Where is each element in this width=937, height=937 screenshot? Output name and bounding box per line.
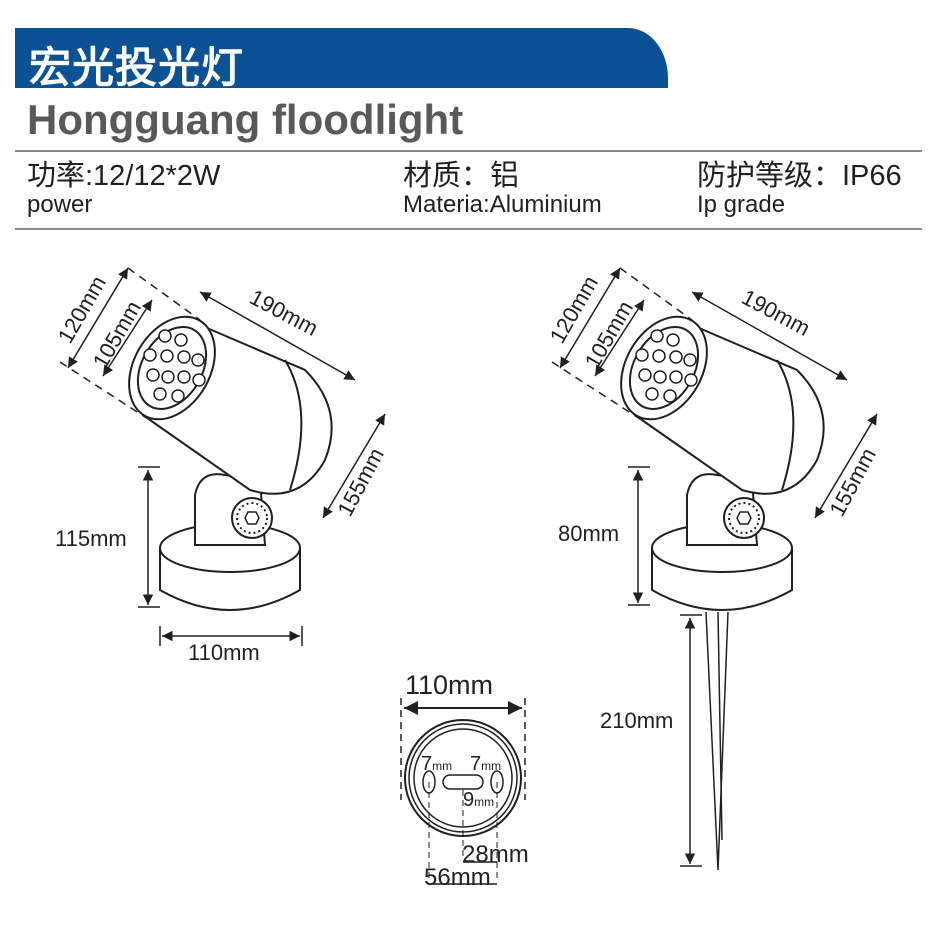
slot-left-width: 7mm xyxy=(421,753,452,775)
base-bottom-view: 110mm 7mm 7mm 9mm 28mm 56mm xyxy=(400,670,529,891)
dim-half-spacing: 28mm xyxy=(462,841,529,868)
title-en: Hongguang floodlight xyxy=(27,96,464,143)
dim-height: 115mm xyxy=(55,526,127,551)
slot-right-width: 7mm xyxy=(470,753,501,775)
spec-power: 功率:12/12*2W power xyxy=(27,160,220,218)
divider xyxy=(15,150,922,152)
spec-material: 材质：铝 Materia:Aluminium xyxy=(403,160,602,218)
left-lamp-drawing: 120mm 105mm 190mm 155mm 115mm 110mm xyxy=(53,268,389,665)
dim-spacing: 56mm xyxy=(424,864,491,891)
dim-depth: 155mm xyxy=(824,444,881,521)
slot-gap: 9mm xyxy=(463,789,494,811)
spec-ip-cn: 防护等级：IP66 xyxy=(697,160,902,192)
dim-base-diameter: 110mm xyxy=(405,670,493,700)
dim-length: 190mm xyxy=(246,284,323,341)
title-banner: 宏光投光灯 xyxy=(15,28,668,92)
spec-ip: 防护等级：IP66 Ip grade xyxy=(697,160,902,218)
title-cn: 宏光投光灯 xyxy=(29,43,245,92)
right-lamp-drawing: 120mm 105mm 190mm 155mm 80mm 210mm xyxy=(545,268,881,871)
dim-length: 190mm xyxy=(738,284,815,341)
dim-base-width: 110mm xyxy=(188,640,260,665)
spec-material-en: Materia:Aluminium xyxy=(403,191,602,218)
dim-depth: 155mm xyxy=(332,444,389,521)
spec-ip-en: Ip grade xyxy=(697,191,786,218)
spec-power-cn: 功率:12/12*2W xyxy=(27,160,221,192)
divider xyxy=(15,228,922,230)
spec-material-cn: 材质：铝 xyxy=(403,160,520,192)
dim-spike: 210mm xyxy=(600,708,673,733)
spec-power-en: power xyxy=(27,191,93,218)
dim-height: 80mm xyxy=(558,521,619,546)
